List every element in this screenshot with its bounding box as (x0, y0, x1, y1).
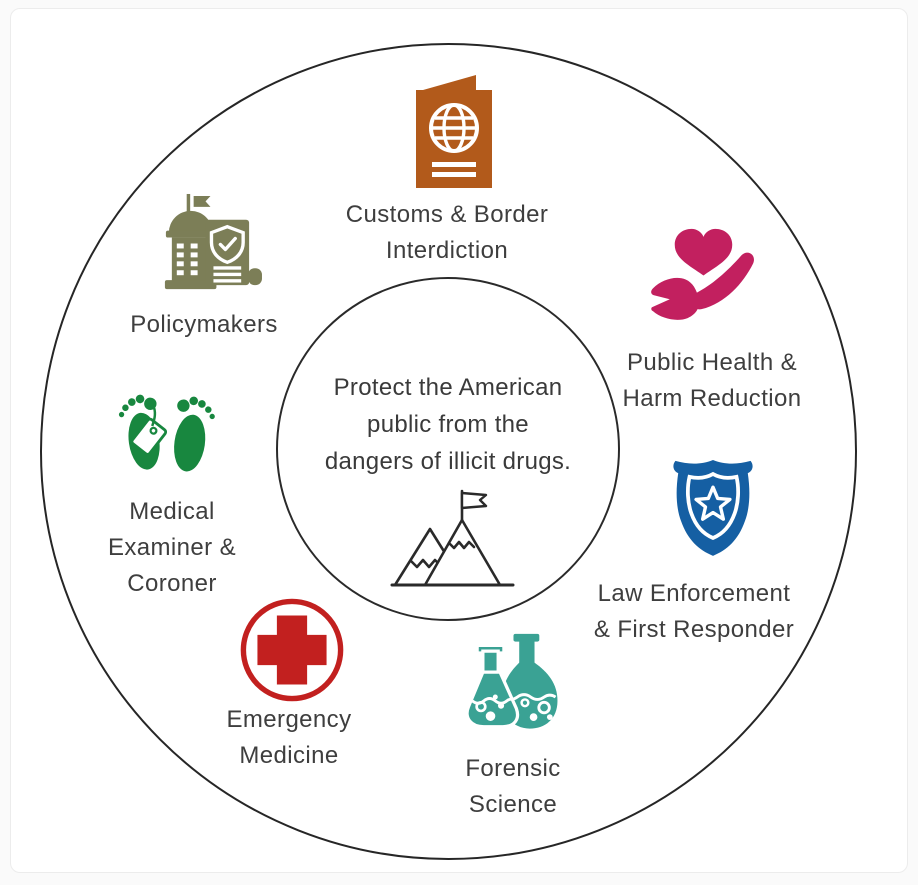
capitol-policy-document-icon (150, 192, 266, 296)
stakeholder-label: Forensic Science (465, 755, 561, 818)
stakeholder-label: Emergency Medicine (226, 706, 352, 769)
stakeholder-label: Medical Examiner & Coroner (107, 498, 237, 597)
passport-icon (412, 70, 496, 190)
stakeholder-label: Public Health & Harm Reduction (622, 349, 802, 412)
mission-statement: Protect the American public from the dan… (324, 374, 572, 475)
mountain-summit-flag-icon (390, 486, 515, 590)
outer-circle (40, 43, 857, 860)
heart-in-hand-icon (646, 214, 760, 332)
stakeholder-label: Customs & Border Interdiction (345, 201, 549, 264)
medical-cross-icon (238, 596, 346, 704)
stakeholder-label: Policymakers (130, 311, 278, 338)
feet-toe-tag-icon (110, 386, 224, 486)
stakeholder-label: Law Enforcement & First Responder (593, 580, 795, 643)
police-badge-star-icon (666, 450, 760, 562)
chemistry-flasks-icon (458, 632, 568, 742)
